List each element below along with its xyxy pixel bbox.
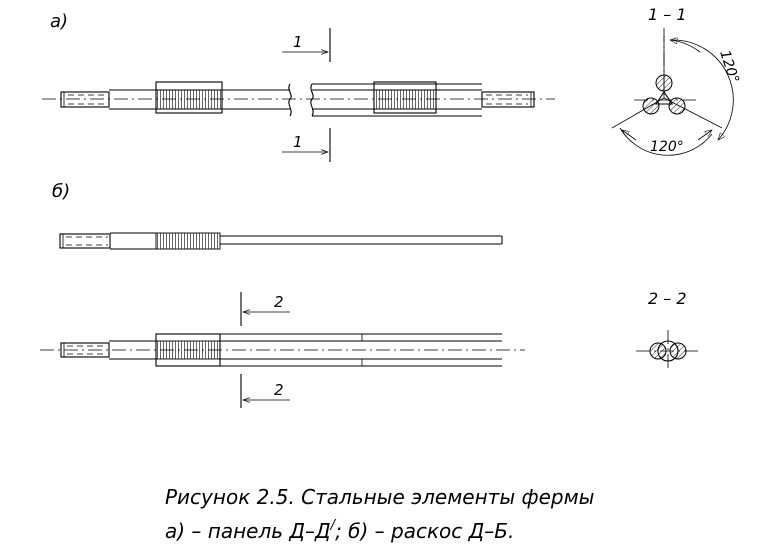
cut-2-bottom-label: 2: [274, 381, 284, 399]
caption-line-1: Рисунок 2.5. Стальные элементы фермы: [165, 485, 594, 509]
angle-right-label: 120°: [716, 48, 742, 85]
cut-2-top-label: 2: [274, 293, 284, 311]
cut-1-marker: 1 1: [282, 28, 331, 162]
caption-line-2-part-2: ; б) – раскос Д–Б.: [335, 519, 514, 543]
cut-2-marker: 2 2: [240, 292, 290, 408]
angle-bottom-label: 120°: [650, 139, 684, 155]
cut-1-bottom-label: 1: [293, 133, 303, 151]
caption-prime: /: [330, 518, 337, 533]
caption-line-2-part-1: а) – панель Д–Д: [165, 519, 331, 543]
part-b-label: б): [52, 181, 70, 202]
section-1-view: [611, 28, 734, 156]
caption-line-2: а) – панель Д–Д/; б) – раскос Д–Б.: [165, 518, 514, 543]
cut-1-top-label: 1: [293, 33, 303, 51]
brace-element-b-upper: [59, 232, 503, 250]
panel-element-a: [42, 81, 555, 117]
section-2-view: [636, 330, 700, 372]
brace-element-b-lower: [40, 333, 525, 367]
section-2-title: 2 – 2: [648, 289, 687, 308]
section-1-title: 1 – 1: [648, 5, 687, 24]
part-a-label: а): [50, 11, 68, 32]
